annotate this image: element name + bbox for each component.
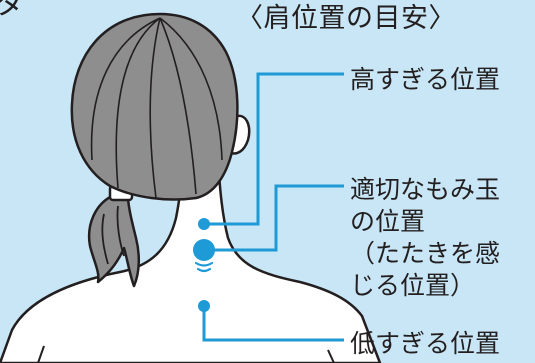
hair-strands xyxy=(90,17,223,199)
label-proper-position: 適切なもみ玉 の位置 （たたきを感 じる位置） xyxy=(350,175,501,300)
label-too-high: 高すぎる位置 xyxy=(350,65,501,94)
diagram-title: 〈肩位置の目安〉 xyxy=(236,3,456,34)
marker-too-high xyxy=(198,218,210,230)
leader-too-low xyxy=(202,306,344,342)
marker-too-low xyxy=(198,300,210,312)
leader-proper xyxy=(204,184,344,252)
cropped-heading-fragment: タ xyxy=(0,0,24,22)
spine-line xyxy=(37,345,45,363)
leader-too-high xyxy=(204,72,344,226)
tap-ripple-icon xyxy=(194,261,214,273)
shoulder-blade-line xyxy=(327,349,335,363)
label-too-low: 低すぎる位置 xyxy=(350,329,501,358)
marker-proper xyxy=(193,239,215,261)
ponytail-strands xyxy=(101,205,125,265)
ponytail xyxy=(87,194,140,288)
